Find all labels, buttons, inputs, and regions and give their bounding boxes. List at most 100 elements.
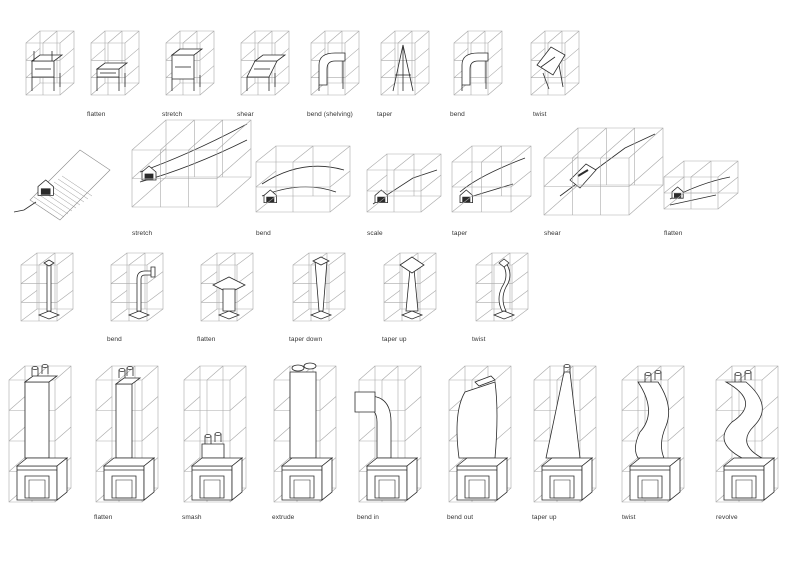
column-flatten: flatten — [195, 245, 265, 345]
furniture-bend: bend — [448, 25, 518, 130]
grid-frame — [366, 153, 442, 213]
dormer-bend: bend — [252, 140, 357, 240]
fireplace-opening — [289, 475, 315, 499]
grid-frame — [131, 119, 252, 208]
column-twist-label: twist — [472, 336, 486, 343]
column-flatten-drawing — [200, 252, 254, 322]
dormer-shear: shear — [540, 118, 665, 240]
dormer-bend-drawing — [255, 145, 351, 213]
dormer-stretch-drawing — [131, 119, 252, 208]
furniture-shear: shear — [235, 25, 305, 130]
grid-frame — [453, 30, 503, 96]
furniture-shear-label: shear — [237, 111, 254, 118]
furniture-bend-shelving-label: bend (shelving) — [307, 111, 353, 118]
fireplace-surround — [191, 465, 233, 501]
furniture-taper-label: taper — [377, 111, 393, 118]
dormer-stretch: stretch — [128, 110, 253, 240]
furniture-piece — [536, 46, 566, 90]
chimney-extrude: extrude — [270, 352, 342, 527]
grid-frame — [310, 30, 360, 96]
grid-frame — [380, 30, 430, 96]
furniture-piece — [461, 52, 489, 91]
column-taper-up: taper up — [378, 245, 448, 345]
chimney-twist-label: twist — [622, 514, 636, 521]
furniture-taper: taper — [375, 25, 445, 130]
fireplace-opening — [199, 475, 225, 499]
column-shaft — [309, 256, 333, 320]
dormer-base-drawing — [13, 149, 111, 221]
furniture-taper-drawing — [380, 30, 430, 96]
grid-frame — [475, 252, 529, 322]
dormer-flatten: flatten — [660, 155, 745, 240]
chimney-taper-up-label: taper up — [532, 514, 557, 521]
furniture-twist: twist — [525, 25, 595, 130]
column-taper-up-label: taper up — [382, 336, 407, 343]
chimney-stack — [190, 432, 244, 501]
chimney-base-drawing — [8, 364, 72, 503]
chimney-revolve-drawing — [715, 365, 779, 503]
dormer-scale: scale — [363, 148, 448, 240]
furniture-flatten-label: flatten — [87, 111, 106, 118]
fireplace-surround — [281, 465, 323, 501]
dormer-base — [10, 140, 115, 225]
chimney-bend-in-drawing — [354, 365, 422, 503]
furniture-bend-drawing — [453, 30, 503, 96]
chimney-twist-drawing — [621, 365, 685, 503]
dormer-volume — [459, 157, 526, 203]
chimney-smash-drawing — [183, 365, 247, 503]
fireplace-surround — [103, 465, 145, 501]
dormer-taper-drawing — [451, 145, 532, 213]
furniture-flatten-drawing — [90, 30, 140, 96]
column-taper-up-drawing — [383, 252, 437, 322]
column-bend-label: bend — [107, 336, 122, 343]
furniture-piece — [246, 54, 287, 91]
dormer-shear-drawing — [543, 127, 664, 216]
furniture-bend-drawing — [310, 30, 360, 96]
chimney-revolve-label: revolve — [716, 514, 738, 521]
column-shaft — [37, 259, 61, 320]
furniture-piece — [318, 52, 346, 91]
column-taper-down-drawing — [292, 252, 346, 322]
furniture-flatten: flatten — [85, 25, 155, 130]
column-shaft — [399, 256, 425, 320]
chimney-flatten: flatten — [92, 352, 164, 527]
dormer-volume — [559, 133, 656, 197]
dormer-flatten-drawing — [663, 160, 739, 210]
chimney-smash-label: smash — [182, 514, 202, 521]
furniture-bend-shelving: bend (shelving) — [305, 25, 380, 130]
fireplace-opening — [464, 475, 490, 499]
dormer-volume — [372, 169, 438, 205]
fireplace-opening — [374, 475, 400, 499]
dormer-volume — [139, 123, 248, 183]
chimney-bend-out-drawing — [448, 365, 512, 503]
fireplace-surround — [366, 465, 408, 501]
chimney-smash: smash — [180, 352, 252, 527]
column-twist-drawing — [475, 252, 529, 322]
furniture-piece — [95, 62, 129, 91]
furniture-base-drawing — [25, 30, 75, 96]
dormer-scale-drawing — [366, 153, 442, 213]
dormer-taper-label: taper — [452, 230, 468, 237]
column-base — [15, 245, 85, 345]
furniture-twist-label: twist — [533, 111, 547, 118]
column-shaft — [127, 266, 156, 320]
furniture-shear-drawing — [240, 30, 290, 96]
fireplace-surround — [723, 465, 765, 501]
column-bend-drawing — [110, 252, 164, 322]
furniture-twist-drawing — [530, 30, 580, 96]
column-flatten-label: flatten — [197, 336, 216, 343]
column-taper-down-label: taper down — [289, 336, 323, 343]
dormer-volume — [13, 149, 111, 221]
dormer-stretch-label: stretch — [132, 230, 153, 237]
fireplace-opening — [731, 475, 757, 499]
chimney-bend-out-label: bend out — [447, 514, 474, 521]
chimney-stack — [102, 366, 156, 501]
fireplace-surround — [16, 465, 58, 501]
chimney-stack — [722, 370, 776, 501]
grid-frame — [663, 160, 739, 210]
chimney-flatten-drawing — [95, 365, 159, 503]
fireplace-surround — [541, 465, 583, 501]
fireplace-opening — [111, 475, 137, 499]
furniture-stretch-drawing — [165, 30, 215, 96]
